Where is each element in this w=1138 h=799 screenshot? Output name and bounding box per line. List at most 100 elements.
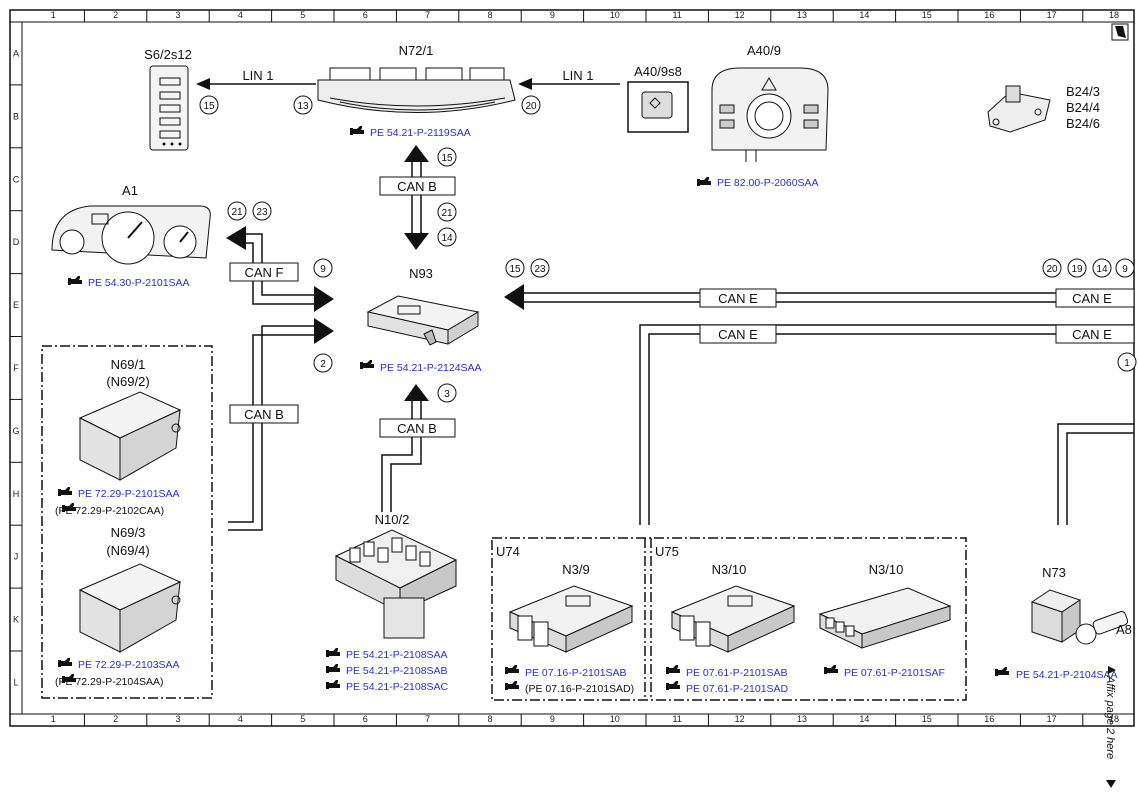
canb-bottom-line [381, 384, 429, 512]
a40-9s8-label: A40/9s8 [634, 64, 682, 79]
grid-column-label: 11 [673, 714, 682, 724]
affix-note: Affix page 2 here [1104, 675, 1116, 759]
n72-ref: PE 54.21-P-2119SAA [370, 127, 471, 139]
cane-1-box [699, 288, 777, 308]
b24-6-label: B24/6 [1066, 116, 1100, 131]
grid-column-label: 12 [735, 10, 745, 20]
connector-19-r [1067, 258, 1087, 278]
b24-3-label: B24/3 [1066, 84, 1100, 99]
n3-10b-label: N3/10 [869, 562, 904, 577]
n3-10b-ecu [818, 587, 952, 649]
grid-column-label: 14 [859, 714, 869, 724]
grid-column-label: 16 [984, 10, 994, 20]
n3-10a-ecu [670, 585, 796, 653]
grid-column-label: 7 [425, 10, 430, 20]
grid-row-label: A [13, 48, 19, 58]
connector-21-a1 [227, 201, 247, 221]
cane-1-label: CAN E [718, 291, 758, 306]
canb-left-label: CAN B [244, 407, 284, 422]
n10-2-label: N10/2 [375, 512, 410, 527]
cane-3-label: CAN E [718, 327, 758, 342]
grid-row-label: G [12, 426, 19, 436]
grid-column-label: 3 [175, 10, 180, 20]
connector-21-a1-label: 21 [231, 207, 243, 218]
canb-bottom-box [379, 418, 456, 438]
a1-ref: PE 54.30-P-2101SAA [88, 277, 190, 289]
n69-c-ref-icon [58, 658, 72, 667]
connector-15-s6-label: 15 [203, 101, 215, 112]
a1-label: A1 [122, 183, 138, 198]
grid-column-label: 7 [425, 714, 430, 724]
grid-column-label: 10 [610, 714, 620, 724]
connector-23-a1 [252, 201, 272, 221]
n3-10-a-ref-icon [666, 665, 680, 674]
grid-column-label: 12 [735, 714, 745, 724]
connector-15-n72 [437, 147, 457, 167]
b24-4-label: B24/4 [1066, 100, 1100, 115]
n69-3-label: N69/3 [111, 525, 146, 540]
a1-instrument-cluster [51, 205, 211, 265]
connector-23-e [530, 258, 550, 278]
connector-19-r-label: 19 [1071, 264, 1083, 275]
n10-c-ref: PE 54.21-P-2108SAC [346, 681, 449, 693]
connector-1-r [1117, 352, 1137, 372]
grid-row-label: C [13, 174, 20, 184]
connector-20 [521, 95, 541, 115]
connector-2-label: 2 [320, 359, 326, 370]
n69-a-ref-icon [58, 487, 72, 496]
canf-box [229, 262, 299, 282]
a40-9-unit [711, 67, 829, 162]
lin1-right-label: LIN 1 [562, 68, 593, 83]
connector-15-n72-label: 15 [441, 153, 453, 164]
n93-ref: PE 54.21-P-2124SAA [380, 362, 482, 374]
grid-column-label: 5 [300, 10, 305, 20]
n69-c-ref: PE 72.29-P-2103SAA [78, 659, 180, 671]
n69-group-box [41, 345, 213, 699]
grid-column-label: 5 [300, 714, 305, 724]
connector-13 [293, 95, 313, 115]
n73-bus-line [1057, 423, 1134, 525]
connector-2 [313, 353, 333, 373]
n3-9-ecu [508, 585, 634, 653]
grid-row-label: D [13, 237, 20, 247]
grid-column-label: 18 [1109, 714, 1119, 724]
a40-ref: PE 82.00-P-2060SAA [717, 177, 819, 189]
connector-15-e [505, 258, 525, 278]
s6-switch-block [149, 65, 189, 151]
connector-3-label: 3 [444, 389, 450, 400]
connector-9 [313, 258, 333, 278]
grid-column-label: 4 [238, 10, 243, 20]
n69-4-label: (N69/4) [106, 543, 149, 558]
n73-ref: PE 54.21-P-2104SAA [1016, 669, 1118, 681]
lin1-left-label: LIN 1 [242, 68, 273, 83]
grid-row-label: E [13, 300, 19, 310]
n3-10-b-ref-icon [666, 681, 680, 690]
canb-top-line [404, 145, 429, 250]
grid-column-label: 15 [922, 10, 932, 20]
n69-d-ref: (PE 72.29-P-2104SAA) [55, 676, 164, 688]
grid-row-label: B [13, 111, 19, 121]
n3-9-b-ref: (PE 07.16-P-2101SAD) [525, 683, 634, 695]
a40-9s8-switch [627, 81, 689, 133]
n3-9-a-ref-icon [505, 665, 519, 674]
connector-14-canb [437, 227, 457, 247]
u75-label: U75 [655, 544, 679, 559]
u74-label: U74 [496, 544, 520, 559]
grid-column-label: 2 [113, 714, 118, 724]
grid-column-label: 11 [673, 10, 682, 20]
n10-b-ref: PE 54.21-P-2108SAB [346, 665, 448, 677]
canb-top-label: CAN B [397, 179, 437, 194]
n69-2-label: (N69/2) [106, 374, 149, 389]
n93-ref-icon [360, 360, 374, 369]
connector-23-e-label: 23 [534, 264, 546, 275]
connector-13-label: 13 [297, 101, 309, 112]
n10-c-ref-icon [326, 680, 340, 689]
n3-10a-label: N3/10 [712, 562, 747, 577]
canb-bottom-label: CAN B [397, 421, 437, 436]
a1-ref-icon [68, 276, 82, 285]
connector-20-label: 20 [525, 101, 537, 112]
canf-label: CAN F [245, 265, 284, 280]
grid-column-label: 4 [238, 714, 243, 724]
connector-20-r [1042, 258, 1062, 278]
n93-module [366, 295, 480, 346]
